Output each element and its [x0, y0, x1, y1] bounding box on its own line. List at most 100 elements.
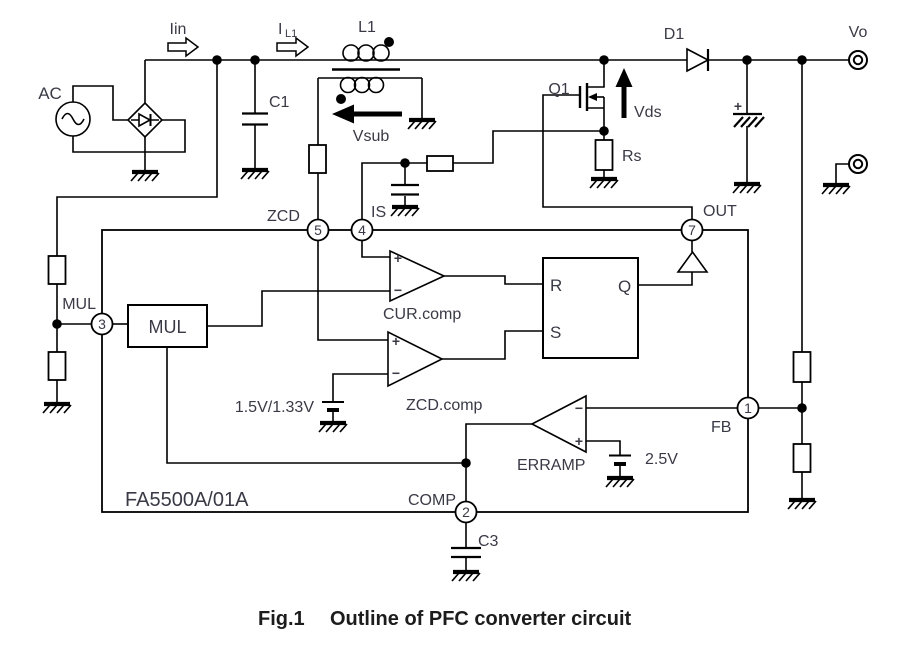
l1-primary-loop	[342, 44, 360, 62]
ground-symbol	[788, 500, 816, 509]
l1-label: L1	[358, 19, 376, 36]
zcd-comparator	[387, 330, 444, 388]
is-filter-resistor	[426, 155, 454, 172]
mul-block	[127, 304, 208, 348]
labels: AC C1 L1 Q1 D1 Vo Rs C3 Iin I L1 Vds Vsu…	[38, 19, 867, 630]
pin-comp-number: 2	[462, 504, 470, 520]
il1-arrow	[276, 36, 310, 58]
curcomp-to-r	[444, 275, 543, 285]
mul-divider-r1	[47, 255, 67, 285]
ground-symbol	[319, 423, 347, 432]
mul-out-wire	[207, 290, 390, 327]
l1-primary-loop	[372, 44, 390, 62]
c1-capacitor	[242, 112, 268, 126]
erramp-label: ERRAMP	[517, 457, 585, 474]
fb-divider-r1	[792, 351, 812, 383]
c1-label: C1	[269, 94, 290, 111]
ac-source	[55, 101, 91, 137]
ground-symbol	[408, 120, 436, 129]
pin-is	[350, 218, 374, 242]
ground-symbol	[452, 572, 480, 581]
vds-arrow	[615, 68, 633, 118]
q1-source-wire	[587, 97, 605, 131]
pin-mul	[90, 312, 114, 336]
pin-fb	[736, 396, 760, 420]
ground-symbol	[606, 478, 634, 487]
fb-divider-r2	[792, 443, 812, 473]
l1-transformer	[332, 44, 400, 94]
ac-source-circle	[55, 101, 91, 137]
d1-diode	[686, 47, 710, 73]
pin-mul-number: 3	[98, 316, 106, 332]
pin-out-label: OUT	[703, 203, 737, 220]
output-capacitor	[733, 112, 765, 128]
vo-terminal	[848, 50, 868, 70]
l1-secondary-loop	[367, 76, 385, 94]
ground-symbol	[43, 404, 71, 413]
ic-name-label: FA5500A/01A	[125, 489, 249, 511]
cur-comp-label: CUR.comp	[383, 306, 461, 323]
erramp-minus: −	[575, 400, 583, 416]
vo-label: Vo	[849, 24, 868, 41]
ground-symbol	[822, 185, 850, 194]
l1-primary-polarity-dot	[384, 37, 394, 47]
bridge-rectifier	[126, 101, 164, 139]
pin-out-number: 7	[688, 222, 696, 238]
q1-mosfet	[578, 83, 604, 111]
caption-fig: Fig.1	[258, 608, 305, 630]
l1-secondary-loop	[353, 76, 371, 94]
q-to-buffer	[638, 272, 693, 286]
iin-arrow	[167, 36, 200, 58]
pin5-to-zcdcomp	[317, 240, 388, 341]
pin-is-number: 4	[358, 222, 366, 238]
ground-symbol	[241, 170, 269, 179]
pin-comp-label: COMP	[408, 492, 456, 509]
latch-r-label: R	[550, 276, 562, 295]
ground-symbol	[391, 207, 419, 216]
erramp-plus: +	[575, 433, 583, 449]
q1-substrate-arrow	[588, 93, 597, 101]
ground-terminal	[848, 154, 868, 174]
c3-label: C3	[478, 533, 499, 550]
is-filter-capacitor	[391, 183, 419, 196]
pin-fb-label: FB	[711, 419, 731, 436]
zcd-comp-plus: +	[392, 333, 400, 349]
mul-bottom-wire	[166, 347, 466, 464]
iin-label: Iin	[170, 21, 187, 38]
il1-sub-label: L1	[285, 28, 297, 40]
pin-zcd-label: ZCD	[267, 208, 300, 225]
error-amplifier	[530, 394, 587, 454]
junction-dots	[52, 37, 807, 468]
latch-q-label: Q	[618, 277, 631, 296]
zcd-threshold-label: 1.5V/1.33V	[235, 399, 315, 416]
erramp-out-wire	[465, 423, 532, 502]
mul-divider-r2	[47, 351, 67, 381]
cur-comp-plus: +	[394, 250, 402, 266]
l1-secondary-polarity-dot	[336, 94, 346, 104]
sine-icon	[61, 112, 85, 126]
ac-bottom-wire	[72, 119, 186, 153]
il1-label: I	[278, 21, 282, 38]
bridge-diode-triangle	[138, 112, 152, 128]
pin4-to-curcomp	[361, 240, 390, 258]
q1-drain-wire	[587, 60, 605, 88]
ground-symbol	[131, 172, 159, 181]
rs-latch	[542, 257, 639, 359]
c3-capacitor	[451, 546, 481, 559]
l1-primary-loop	[357, 44, 375, 62]
ground-symbol	[733, 184, 761, 193]
ac-top-wire	[72, 85, 128, 121]
pin-comp	[454, 500, 478, 524]
zcd-comp-minus: −	[392, 365, 400, 381]
erramp-ref-battery	[609, 454, 631, 466]
zcdcomp-to-s	[442, 330, 543, 360]
output-buffer	[676, 250, 709, 273]
ic-outline	[101, 229, 749, 513]
d1-triangle	[686, 47, 710, 73]
pin-fb-number: 1	[744, 400, 752, 416]
zcd-ref-wire	[332, 373, 388, 401]
pin-mul-label: MUL	[62, 296, 96, 313]
q1-label: Q1	[548, 81, 569, 98]
